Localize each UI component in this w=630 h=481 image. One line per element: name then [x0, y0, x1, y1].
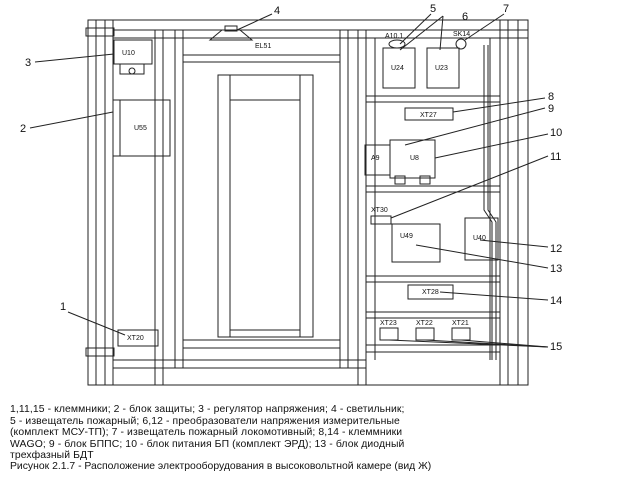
callout-4: 4 [274, 5, 280, 17]
callout-12: 12 [550, 243, 562, 255]
legend-line: WAGO; 9 - блок БППС; 10 - блок питания Б… [10, 438, 405, 450]
label-u40: U40 [473, 235, 486, 242]
label-a10-1: A10.1 [385, 33, 403, 40]
callout-2: 2 [20, 123, 26, 135]
xt21-terminal [451, 327, 471, 341]
label-xt30: XT30 [371, 207, 388, 214]
u55-protection-block [112, 99, 171, 157]
xt27-terminal [404, 107, 454, 121]
xt23-terminal [379, 327, 399, 341]
sk14-fire-detector [455, 38, 467, 50]
figure-caption: Рисунок 2.1.7 - Расположение электрообор… [10, 461, 432, 472]
figure-legend: 1,11,15 - клеммники; 2 - блок защиты; 3 … [10, 404, 600, 462]
label-xt22: XT22 [416, 320, 433, 327]
callout-1: 1 [60, 301, 66, 313]
legend-line: 5 - извещатель пожарный; 6,12 - преобраз… [10, 415, 400, 427]
label-sk14: SK14 [453, 31, 470, 38]
legend-line: 1,11,15 - клеммники; 2 - блок защиты; 3 … [10, 404, 405, 415]
label-u8: U8 [410, 155, 419, 162]
callout-14: 14 [550, 295, 562, 307]
label-el51: EL51 [255, 43, 271, 50]
xt28-terminal [407, 284, 454, 300]
equipment-layout-drawing: U10 U55 EL51 A10.1 SK14 U24 U23 XT27 A9 … [20, 3, 562, 386]
callout-9: 9 [548, 103, 554, 115]
xt22-terminal [415, 327, 435, 341]
u40-converter [464, 217, 499, 261]
label-u55: U55 [134, 125, 147, 132]
callout-5: 5 [430, 3, 436, 15]
label-xt21: XT21 [452, 320, 469, 327]
callout-8: 8 [548, 91, 554, 103]
callout-13: 13 [550, 263, 562, 275]
u23-converter [426, 47, 460, 89]
callout-7: 7 [503, 3, 509, 15]
label-u10: U10 [122, 50, 135, 57]
legend-line: трехфазный БДТ [10, 450, 94, 462]
label-u23: U23 [435, 65, 448, 72]
label-a9: A9 [371, 155, 380, 162]
label-xt20: XT20 [127, 335, 144, 342]
label-xt27: XT27 [420, 112, 437, 119]
callout-6: 6 [462, 11, 468, 23]
label-xt28: XT28 [422, 289, 439, 296]
xt20-terminal [117, 329, 159, 347]
callout-10: 10 [550, 127, 562, 139]
label-u24: U24 [391, 65, 404, 72]
u24-converter [382, 47, 416, 89]
label-xt23: XT23 [380, 320, 397, 327]
label-u49: U49 [400, 233, 413, 240]
xt30-terminal [370, 215, 392, 225]
callout-3: 3 [25, 57, 31, 69]
u49-diode-block [391, 223, 441, 263]
el51-lamp [208, 29, 254, 41]
u8-power-block [389, 139, 436, 179]
legend-line: (комплект МСУ-ТП); 7 - извещатель пожарн… [10, 427, 403, 439]
callout-15: 15 [550, 341, 562, 353]
callout-11: 11 [550, 151, 561, 163]
